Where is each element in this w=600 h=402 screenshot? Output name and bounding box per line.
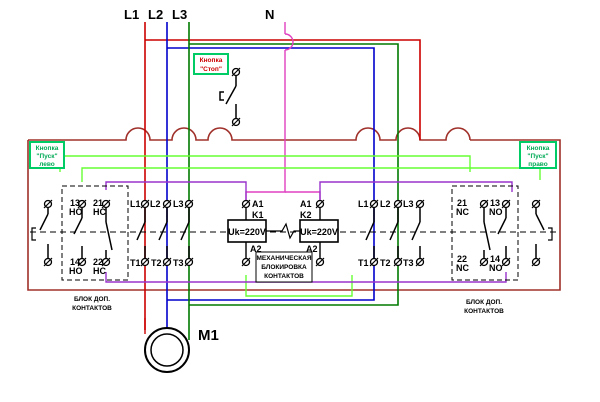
start-left-button-box <box>29 141 65 169</box>
aux-left-no: НО <box>69 207 83 217</box>
k1-in-l2: L2 <box>150 199 161 209</box>
k2-in-l2: L2 <box>380 199 391 209</box>
k1-name: K1 <box>252 210 264 220</box>
stop-button-line1: Кнопка <box>200 57 223 64</box>
k1-in-l1: L1 <box>130 199 141 209</box>
start-right-line1: Кнопка <box>527 145 550 152</box>
k2-name: K2 <box>300 210 312 220</box>
k2-out-t1: T1 <box>358 258 369 268</box>
aux-left-nc: НС <box>93 207 106 217</box>
k1-a1: A1 <box>252 199 264 209</box>
k1-a2: A2 <box>250 244 262 254</box>
k2-in-l3: L3 <box>403 199 414 209</box>
aux-right-nc2: NC <box>456 263 469 273</box>
k2-in-l1: L1 <box>358 199 369 209</box>
k1-in-l3: L3 <box>173 199 184 209</box>
aux-right-nc: NC <box>456 207 469 217</box>
aux-right-13: 13 <box>490 198 500 208</box>
phase-label-l2: L2 <box>148 7 163 22</box>
aux-left-14: 14 <box>70 257 80 267</box>
aux-left-no2: НО <box>69 266 83 276</box>
k2-a2: A2 <box>306 244 318 254</box>
block-left-line2: КОНТАКТОВ <box>72 305 112 312</box>
stop-button-line2: "Стоп" <box>200 66 222 73</box>
aux-block-left-frame <box>61 185 129 281</box>
start-left-line1: Кнопка <box>36 145 59 152</box>
start-left-line3: лево <box>39 161 55 168</box>
interlock-line3: КОНТАКТОВ <box>264 273 304 280</box>
aux-left-22: 22 <box>93 257 103 267</box>
start-right-line3: право <box>528 161 547 168</box>
terminal-slashes <box>43 67 541 267</box>
k1-out-t3: T3 <box>173 258 184 268</box>
phase-l3-wire <box>188 22 399 340</box>
start-right-button-box <box>519 141 557 169</box>
interlock-symbol <box>266 222 300 240</box>
interlock-box <box>255 251 313 283</box>
motor-label: M1 <box>198 327 219 344</box>
phase-label-l1: L1 <box>124 7 139 22</box>
aux-block-right-frame <box>451 185 519 281</box>
k2-out-t3: T3 <box>403 258 414 268</box>
phase-l2-wire <box>166 22 375 340</box>
aux-right-14: 14 <box>490 254 500 264</box>
stop-button-box <box>193 53 229 75</box>
aux-right-21: 21 <box>457 198 467 208</box>
block-right-line2: КОНТАКТОВ <box>464 308 504 315</box>
aux-right-no2: NO <box>489 263 503 273</box>
phase-label-n: N <box>265 7 274 22</box>
phase-l1-wire <box>144 22 421 330</box>
start-right-line2: "Пуск" <box>527 153 548 160</box>
aux-right-22: 22 <box>457 254 467 264</box>
k1-out-t2: T2 <box>151 258 162 268</box>
terminals <box>43 67 541 267</box>
block-right-line1: БЛОК ДОП. <box>466 299 502 306</box>
aux-left-nc2: НС <box>93 266 106 276</box>
interlock-line1: МЕХАНИЧЕСКАЯ <box>256 255 311 262</box>
interlock-line2: БЛОКИРОВКА <box>261 264 307 271</box>
phase-label-l3: L3 <box>172 7 187 22</box>
block-left-line1: БЛОК ДОП. <box>74 296 110 303</box>
motor-symbol <box>144 318 190 373</box>
aux-left-21: 21 <box>93 198 103 208</box>
start-left-line2: "Пуск" <box>36 153 57 160</box>
aux-left-13: 13 <box>70 198 80 208</box>
k2-coil: Uk=220V <box>300 227 338 237</box>
k1-out-t1: T1 <box>130 258 141 268</box>
aux-right-no: NO <box>489 207 503 217</box>
k1-coil: Uk=220V <box>228 227 266 237</box>
push-actuators <box>31 227 553 241</box>
k2-out-t2: T2 <box>380 258 391 268</box>
k2-a1: A1 <box>300 199 312 209</box>
coil-k1 <box>227 208 267 258</box>
contact-blades <box>39 76 545 258</box>
